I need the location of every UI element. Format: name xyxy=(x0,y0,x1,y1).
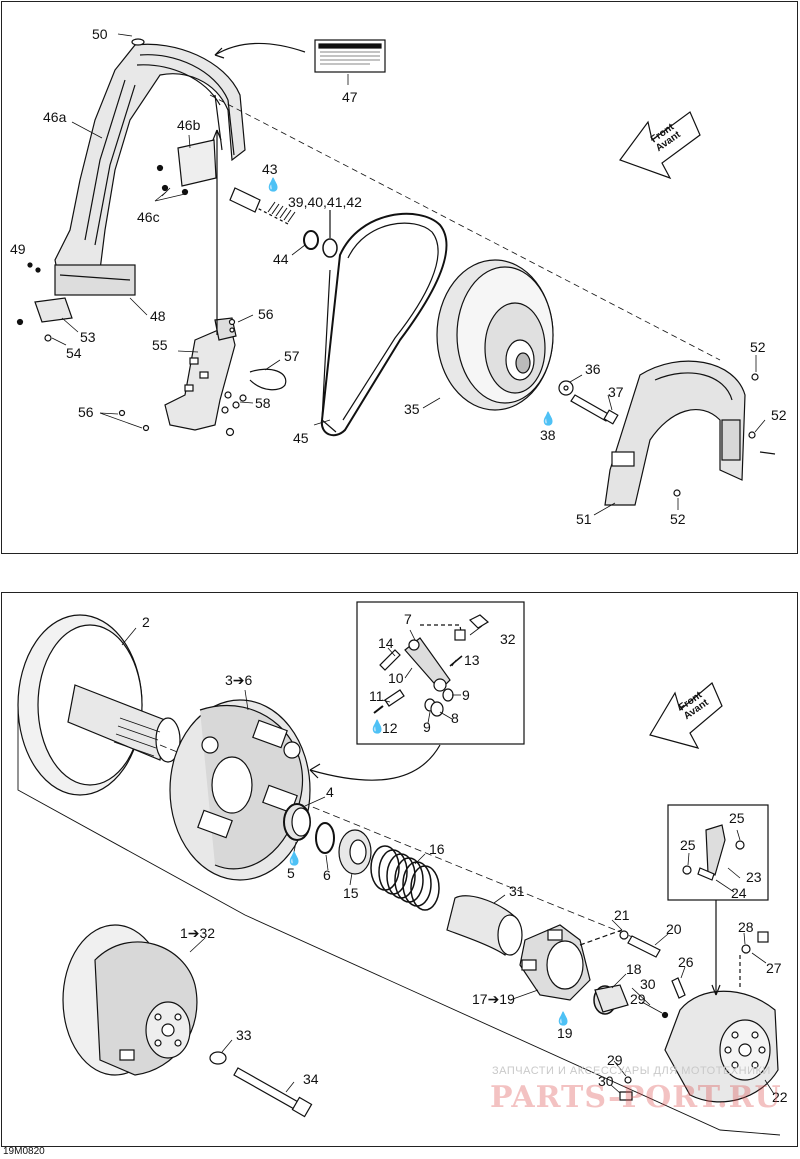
callout-28: 28 xyxy=(738,919,754,935)
callout-33: 33 xyxy=(236,1027,252,1043)
fixed-sheave-part xyxy=(17,614,181,796)
callout-52: 52 xyxy=(750,339,766,355)
oil-drop-icon: 💧 xyxy=(555,1011,572,1026)
callout-49: 49 xyxy=(10,241,26,257)
callout-31: 31 xyxy=(509,883,525,899)
callout-6: 6 xyxy=(323,867,331,883)
mount-bracket-part xyxy=(164,317,237,431)
callout-56: 56 xyxy=(258,306,274,322)
callout-11: 11 xyxy=(369,688,384,704)
callout-48: 48 xyxy=(150,308,166,324)
diagram-panel-bottom xyxy=(1,592,798,1147)
callout-8: 8 xyxy=(451,710,459,726)
callout-29: 29 xyxy=(630,991,646,1007)
callout-30: 30 xyxy=(640,976,656,992)
callout-38: 38 xyxy=(540,427,556,443)
drive-pulley-assembly-part xyxy=(62,924,198,1076)
belt-guard-bracket-part xyxy=(54,38,246,296)
movable-sheave-part xyxy=(169,699,311,881)
watermark-text: ЗАПЧАСТИ И АКСЕССУАРЫ ДЛЯ МОТОТЕХНИКИ xyxy=(492,1065,771,1077)
callout-7: 7 xyxy=(404,611,412,627)
callout-12: 12 xyxy=(382,720,398,736)
callout-37: 37 xyxy=(608,384,624,400)
callout-10: 10 xyxy=(388,670,404,686)
oil-drop-icon: 💧 xyxy=(265,177,282,192)
callout-55: 55 xyxy=(152,337,168,353)
callout-2: 2 xyxy=(142,614,150,630)
callout-35: 35 xyxy=(404,401,420,417)
callout-51: 51 xyxy=(576,511,592,527)
callout-36: 36 xyxy=(585,361,601,377)
callout-43: 43 xyxy=(262,161,278,177)
callout-32: 32 xyxy=(500,631,516,647)
callout-27: 27 xyxy=(766,960,782,976)
callout-34: 34 xyxy=(303,1071,319,1087)
watermark-logo: PARTS-PORT.RU xyxy=(490,1080,782,1115)
callout-5: 5 xyxy=(287,865,295,881)
callout-9: 9 xyxy=(462,687,470,703)
pulley-guard-part xyxy=(604,360,746,506)
drive-belt-part xyxy=(320,212,448,437)
callout-4: 4 xyxy=(326,784,334,800)
governor-cup-part xyxy=(664,990,779,1103)
diagram-panel-top xyxy=(1,1,798,554)
callout-26: 26 xyxy=(678,954,694,970)
callout-22: 22 xyxy=(772,1089,788,1105)
callout-45: 45 xyxy=(293,430,309,446)
callout-20: 20 xyxy=(666,921,682,937)
callout-46b: 46b xyxy=(177,117,201,133)
callout-9b: 9 xyxy=(423,719,431,735)
callout-16: 16 xyxy=(429,841,445,857)
callout-13: 13 xyxy=(464,652,480,668)
callout-57: 57 xyxy=(284,348,300,364)
callout-50: 50 xyxy=(92,26,108,42)
callout-46a: 46a xyxy=(43,109,67,125)
callout-54: 54 xyxy=(66,345,82,361)
callout-1-32: 1➔32 xyxy=(180,925,216,941)
callout-21: 21 xyxy=(614,907,630,923)
callout-47: 47 xyxy=(342,89,358,105)
callout-18: 18 xyxy=(626,961,642,977)
callout-25: 25 xyxy=(729,810,745,826)
callout-14: 14 xyxy=(378,635,394,651)
callout-53: 53 xyxy=(80,329,96,345)
callout-46c: 46c xyxy=(137,209,160,225)
front-arrow-icon xyxy=(619,111,723,749)
callout-25b: 25 xyxy=(680,837,696,853)
plate-part xyxy=(177,139,217,187)
diagram-code: 19M0820 xyxy=(3,1146,45,1157)
callout-19: 19 xyxy=(557,1025,573,1041)
callout-17-19: 17➔19 xyxy=(472,991,515,1007)
callout-52b: 52 xyxy=(771,407,787,423)
callout-39-42: 39,40,41,42 xyxy=(288,194,362,210)
callout-58: 58 xyxy=(255,395,271,411)
oil-drop-icon: 💧 xyxy=(286,851,303,866)
callout-52c: 52 xyxy=(670,511,686,527)
oil-drop-icon: 💧 xyxy=(540,411,557,426)
callout-29b: 29 xyxy=(607,1052,623,1068)
callout-23: 23 xyxy=(746,869,762,885)
callout-15: 15 xyxy=(343,885,359,901)
callout-30b: 30 xyxy=(598,1073,614,1089)
callout-44: 44 xyxy=(273,251,289,267)
callout-24: 24 xyxy=(731,885,747,901)
oil-drop-icon: 💧 xyxy=(369,719,386,734)
driven-pulley-part xyxy=(436,259,554,411)
callout-3-6: 3➔6 xyxy=(225,672,253,688)
callout-56b: 56 xyxy=(78,404,94,420)
spider-assembly-part xyxy=(519,924,591,1001)
